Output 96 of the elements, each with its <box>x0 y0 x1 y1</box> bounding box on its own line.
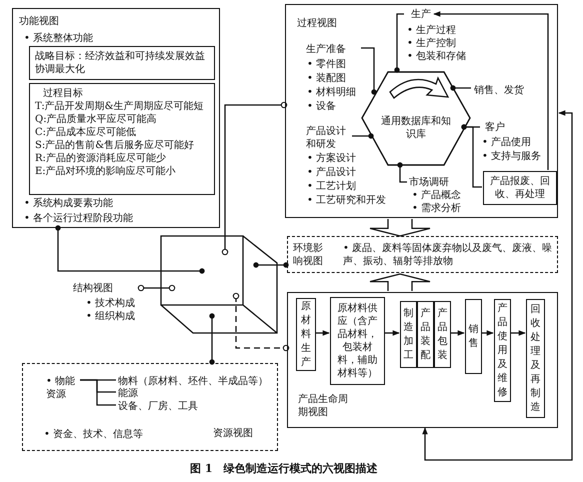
arrow <box>422 110 573 461</box>
box-label: C:产品成本应尽可能低 <box>35 126 138 139</box>
connector-line <box>55 225 205 274</box>
heading: 销售、发货 <box>474 84 524 97</box>
stage-box <box>417 301 434 368</box>
view-title: 结构视图 <box>73 282 113 295</box>
arrow <box>510 330 526 336</box>
cube <box>160 235 278 334</box>
connector-line <box>80 379 116 406</box>
connector-line <box>222 102 288 256</box>
list-item: • 产品使用 <box>482 136 532 149</box>
view-box <box>22 363 278 451</box>
stage-box <box>526 299 545 418</box>
list-item: • 包装和存储 <box>407 50 466 63</box>
list-item: • 需求分析 <box>412 202 462 215</box>
list-item: • 物能资源 <box>46 375 76 401</box>
connector-line <box>253 262 289 268</box>
heading: 生产 <box>411 8 431 21</box>
arrow <box>384 330 400 336</box>
list-item: • 各个运行过程阶段功能 <box>24 212 134 225</box>
list-item: • 产品概念 <box>412 189 462 202</box>
connector-line <box>450 85 471 91</box>
box-label: 制造加工 <box>402 306 414 362</box>
view-box <box>285 4 558 218</box>
list-item: • 工艺研究和开发 <box>307 194 386 207</box>
connector-line <box>461 124 482 188</box>
view-title: 过程视图 <box>297 17 337 30</box>
block-arrow <box>369 218 431 237</box>
process-box <box>483 171 557 205</box>
list-item: • 生产控制 <box>407 37 456 50</box>
list-item: • 系统构成要素功能 <box>24 197 114 210</box>
box-label: 销售 <box>468 322 480 350</box>
box-label: 回收处理及再制造 <box>530 302 542 414</box>
box-label: 过程目标 <box>42 87 84 100</box>
list-item: • 零件图 <box>307 58 346 71</box>
box-label: 产品报废、回收、再处理 <box>489 175 551 201</box>
heading: 客户 <box>485 121 505 134</box>
box-label: Q:产品质量水平应尽可能高 <box>35 113 158 126</box>
connector-line <box>138 284 176 292</box>
view-title: 功能视图 <box>19 15 59 28</box>
list-item: • 设备 <box>307 100 336 113</box>
list-item: 物料（原材料、坯件、半成品等） <box>118 375 268 388</box>
goal-box <box>29 46 215 80</box>
heading: 产品设计和研发 <box>306 125 347 151</box>
arrow <box>450 330 465 336</box>
list-item: • 系统整体功能 <box>24 32 94 45</box>
list-item: • 组织构成 <box>86 310 136 323</box>
box-label: 产品使用及维修 <box>496 302 508 400</box>
box-label: S:产品的售前&售后服务应尽可能好 <box>35 139 196 152</box>
view-box <box>287 236 558 273</box>
list-item: 能源 <box>118 387 138 400</box>
caption: 图 1 绿色制造运行模式的六视图描述 <box>190 462 378 475</box>
list-item: • 支持与服务 <box>482 150 542 163</box>
connector-line <box>209 313 215 365</box>
box-label: E:产品对环境的影响应尽可能小 <box>35 165 177 178</box>
box-label: 产品装配 <box>420 306 432 362</box>
heading: 市场调研 <box>409 176 449 189</box>
box-label: 原材料供应（含产品材料，包装材料，辅助材料等） <box>336 302 378 380</box>
stage-box <box>434 301 451 368</box>
stage-box <box>330 297 385 385</box>
connector-line <box>397 162 407 183</box>
box-label: R:产品的资源消耗应尽可能少 <box>35 152 167 165</box>
list-item: • 废品、废料等固体废弃物以及废气、废液、噪声、振动、辐射等排放物 <box>343 242 554 268</box>
view-title: 资源视图 <box>213 427 253 440</box>
arrow <box>315 330 330 336</box>
connector-line <box>352 133 374 139</box>
box-label: 通用数据库和知识库 <box>380 114 452 140</box>
list-item: • 生产过程 <box>407 24 456 37</box>
list-item: • 技术构成 <box>86 297 136 310</box>
heading: 生产准备 <box>306 43 346 56</box>
list-item: • 工艺计划 <box>307 180 356 193</box>
stage-box <box>400 301 417 368</box>
hexagon <box>361 71 471 166</box>
box-label: 战略目标：经济效益和可持续发展效益协调最大化 <box>35 50 206 76</box>
box-label: 原材料生产 <box>300 300 312 370</box>
box-label: 产品包装 <box>436 306 448 362</box>
list-item: • 资金、技术、信息等 <box>44 428 144 441</box>
arrow <box>433 11 549 170</box>
list-item: • 产品设计 <box>307 166 356 179</box>
connector-line <box>394 13 404 73</box>
list-item: • 材料明细 <box>307 86 356 99</box>
connector-line <box>361 47 377 95</box>
list-item: • 装配图 <box>307 72 346 85</box>
view-title: 产品生命周期视图 <box>298 393 349 419</box>
block-arrow <box>369 273 431 292</box>
view-box <box>12 8 220 228</box>
list-item: • 方案设计 <box>307 152 356 165</box>
box-label: T:产品开发周期&生产周期应尽可能短 <box>35 100 205 113</box>
connector-line <box>232 292 290 352</box>
arrow <box>481 330 494 336</box>
view-title: 环境影响视图 <box>293 242 324 268</box>
goal-box <box>29 83 215 195</box>
list-item: 设备、厂房、工具 <box>118 400 198 413</box>
stage-box <box>465 299 482 374</box>
view-box <box>287 292 558 428</box>
stage-box <box>296 298 316 371</box>
